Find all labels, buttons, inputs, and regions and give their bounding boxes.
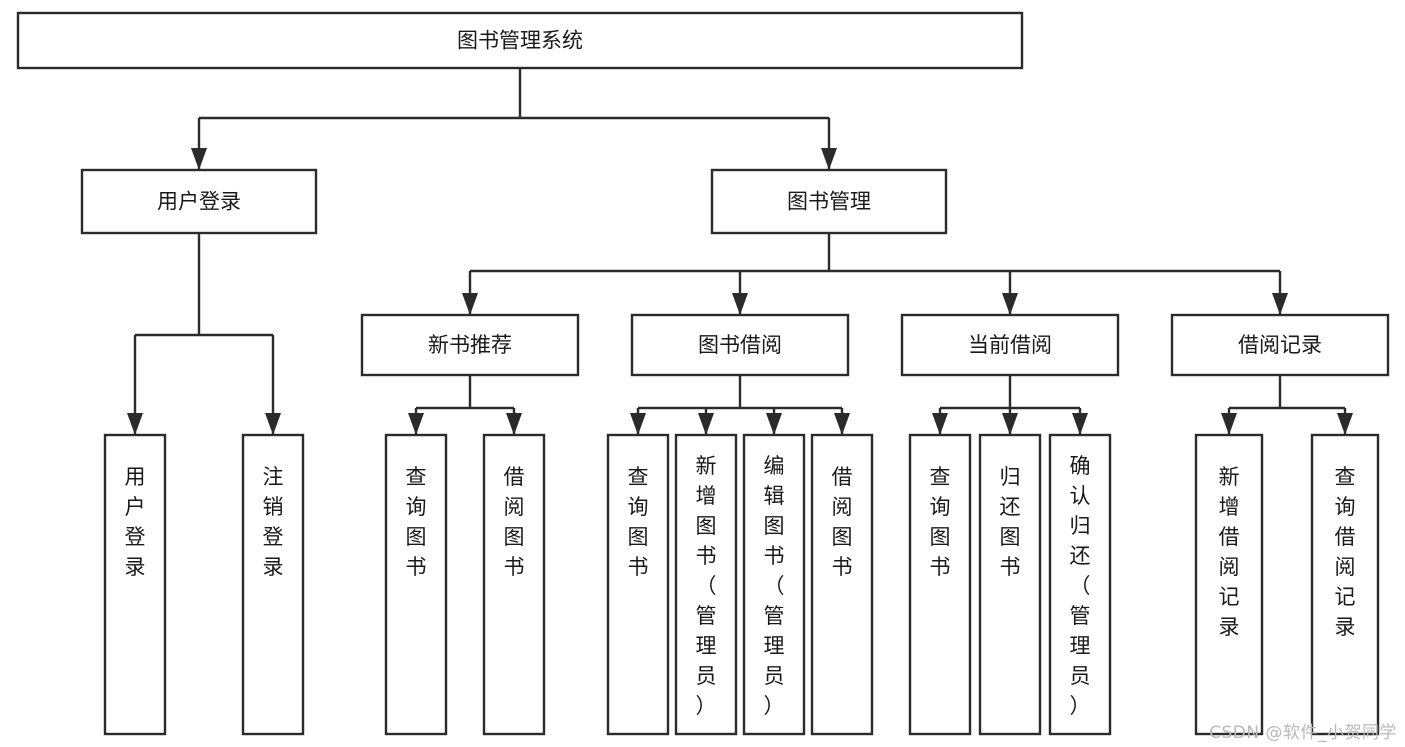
- node-box: [103, 433, 167, 736]
- node-label: 编辑图书（管理员）: [764, 454, 785, 718]
- arrow-head-icon: [1272, 293, 1288, 315]
- arrow-head-icon: [1221, 413, 1237, 435]
- node-借阅图书[interactable]: 借阅图书: [482, 433, 546, 736]
- arrow-head-icon: [821, 148, 837, 170]
- node-用户登录[interactable]: 用户登录: [103, 433, 167, 736]
- node-确认归还管理员[interactable]: 确认归还（管理员）: [1048, 433, 1112, 736]
- arrow-head-icon: [630, 413, 646, 435]
- node-box: [482, 433, 546, 736]
- arrow-head-icon: [834, 413, 850, 435]
- node-layer: 图书管理系统用户登录用户登录注销登录图书管理新书推荐查询图书借阅图书图书借阅查询…: [16, 11, 1390, 736]
- node-查询图书[interactable]: 查询图书: [384, 433, 448, 736]
- node-label: 查询图书: [930, 465, 951, 579]
- arrow-head-icon: [932, 413, 948, 435]
- node-box: [1310, 433, 1380, 736]
- node-label: 借阅图书: [832, 465, 853, 579]
- node-图书管理系统[interactable]: 图书管理系统: [16, 11, 1024, 70]
- node-label: 图书借阅: [698, 333, 782, 357]
- node-label: 查询图书: [628, 465, 649, 579]
- connector-layer: [127, 68, 1353, 435]
- node-图书借阅[interactable]: 图书借阅: [630, 313, 850, 377]
- node-当前借阅[interactable]: 当前借阅: [900, 313, 1120, 377]
- node-label: 查询借阅记录: [1335, 465, 1356, 639]
- node-图书管理[interactable]: 图书管理: [710, 168, 948, 235]
- node-box: [80, 168, 318, 235]
- node-box: [900, 313, 1120, 377]
- node-box: [1170, 313, 1390, 377]
- node-label: 新增借阅记录: [1219, 465, 1240, 639]
- node-注销登录[interactable]: 注销登录: [241, 433, 305, 736]
- node-label: 用户登录: [125, 465, 146, 579]
- node-借阅图书[interactable]: 借阅图书: [810, 433, 874, 736]
- node-box: [241, 433, 305, 736]
- csdn-watermark: CSDN @软件_小贺同学: [1209, 723, 1397, 743]
- node-box: [978, 433, 1042, 736]
- node-新书推荐[interactable]: 新书推荐: [360, 313, 580, 377]
- node-box: [1194, 433, 1264, 736]
- node-label: 图书管理: [787, 190, 871, 214]
- node-label: 借阅图书: [504, 465, 525, 579]
- node-box: [810, 433, 874, 736]
- arrow-head-icon: [698, 413, 714, 435]
- arrow-head-icon: [506, 413, 522, 435]
- node-用户登录[interactable]: 用户登录: [80, 168, 318, 235]
- node-box: [742, 433, 806, 736]
- node-归还图书[interactable]: 归还图书: [978, 433, 1042, 736]
- node-box: [674, 433, 738, 736]
- node-借阅记录[interactable]: 借阅记录: [1170, 313, 1390, 377]
- arrow-head-icon: [1072, 413, 1088, 435]
- arrow-head-icon: [732, 293, 748, 315]
- node-label: 查询图书: [406, 465, 427, 579]
- node-label: 确认归还（管理员）: [1070, 454, 1091, 718]
- node-label: 图书管理系统: [457, 29, 583, 53]
- arrow-head-icon: [265, 413, 281, 435]
- node-box: [710, 168, 948, 235]
- node-label: 借阅记录: [1238, 333, 1322, 357]
- node-box: [630, 313, 850, 377]
- arrow-head-icon: [1337, 413, 1353, 435]
- arrow-head-icon: [1002, 413, 1018, 435]
- node-新增借阅记录[interactable]: 新增借阅记录: [1194, 433, 1264, 736]
- arrow-head-icon: [408, 413, 424, 435]
- arrow-head-icon: [1002, 293, 1018, 315]
- node-box: [606, 433, 670, 736]
- node-label: 注销登录: [263, 465, 284, 579]
- arrow-head-icon: [766, 413, 782, 435]
- node-label: 归还图书: [1000, 465, 1021, 579]
- arrow-head-icon: [191, 148, 207, 170]
- node-box: [16, 11, 1024, 70]
- node-label: 新书推荐: [428, 333, 512, 357]
- arrow-head-icon: [127, 413, 143, 435]
- node-编辑图书管理员[interactable]: 编辑图书（管理员）: [742, 433, 806, 736]
- node-查询借阅记录[interactable]: 查询借阅记录: [1310, 433, 1380, 736]
- node-新增图书管理员[interactable]: 新增图书（管理员）: [674, 433, 738, 736]
- node-查询图书[interactable]: 查询图书: [606, 433, 670, 736]
- node-box: [1048, 433, 1112, 736]
- arrow-head-icon: [462, 293, 478, 315]
- node-box: [384, 433, 448, 736]
- node-label: 用户登录: [157, 190, 241, 214]
- node-label: 新增图书（管理员）: [696, 454, 717, 718]
- node-label: 当前借阅: [968, 333, 1052, 357]
- node-box: [908, 433, 972, 736]
- node-查询图书[interactable]: 查询图书: [908, 433, 972, 736]
- node-box: [360, 313, 580, 377]
